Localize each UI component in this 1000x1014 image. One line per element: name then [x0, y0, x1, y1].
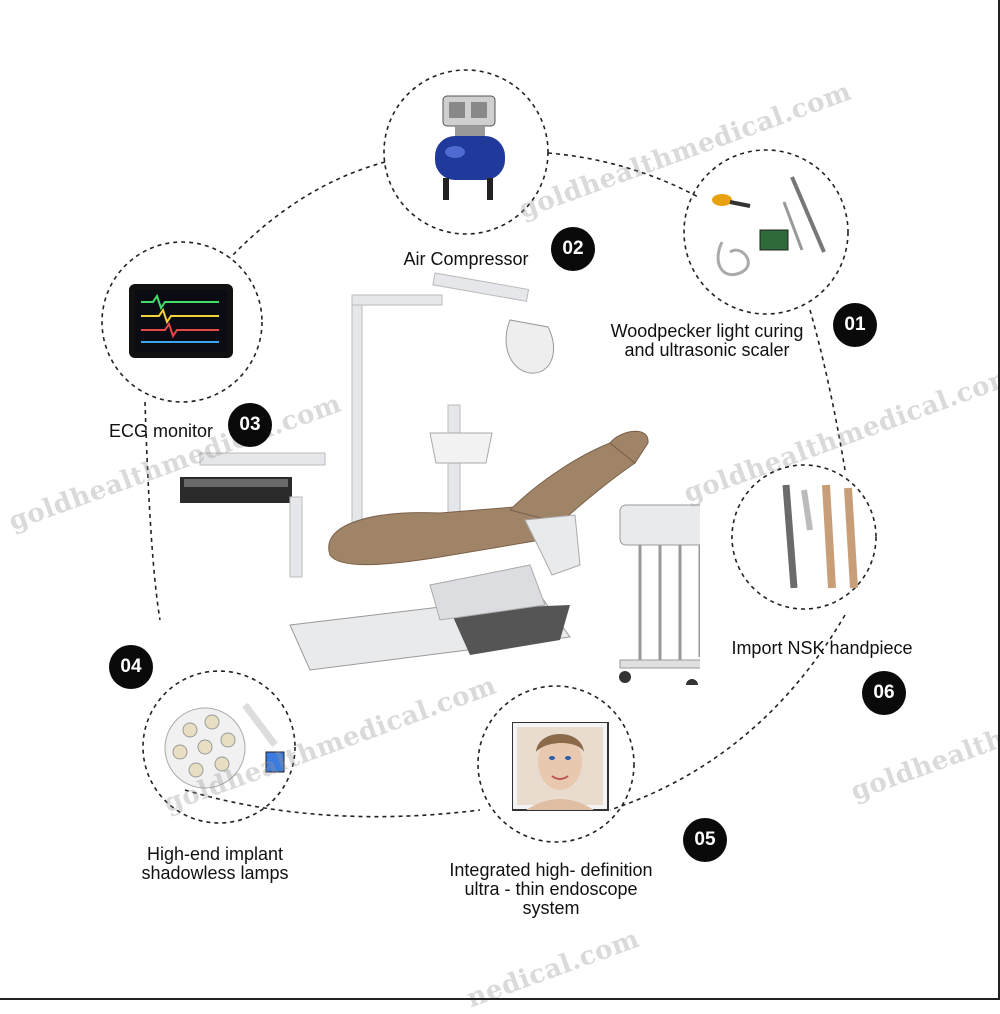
- feature-number-06: 06: [862, 671, 906, 715]
- ecg-monitor-icon: [129, 284, 233, 358]
- feature-label-02: Air Compressor: [384, 250, 548, 269]
- feature-number-02: 02: [551, 227, 595, 271]
- feature-label-01: Woodpecker light curing and ultrasonic s…: [588, 322, 826, 360]
- light-curing-scaler-icon: [712, 176, 826, 277]
- label-line: shadowless lamps: [141, 863, 289, 883]
- shadowless-lamp-icon: [164, 702, 285, 789]
- label-line: Woodpecker light curing: [610, 321, 804, 341]
- label-line: ultra - thin endoscope: [464, 879, 638, 899]
- feature-number-03: 03: [228, 403, 272, 447]
- feature-label-06: Import NSK handpiece: [706, 639, 938, 658]
- label-line: Air Compressor: [403, 249, 529, 269]
- air-compressor-icon: [435, 95, 505, 200]
- label-line: and ultrasonic scaler: [624, 340, 790, 360]
- feature-label-05: Integrated high- definition ultra - thin…: [420, 861, 682, 918]
- feature-label-04: High-end implant shadowless lamps: [120, 845, 310, 883]
- feature-label-03: ECG monitor: [95, 422, 227, 441]
- feature-number-05: 05: [683, 818, 727, 862]
- label-line: High-end implant: [146, 844, 284, 864]
- nsk-handpiece-icon: [782, 484, 858, 589]
- feature-number-01: 01: [833, 303, 877, 347]
- label-line: ECG monitor: [108, 421, 214, 441]
- dental-chair-illustration: [180, 272, 700, 685]
- endoscope-display-icon: [512, 722, 609, 811]
- label-line: Integrated high- definition: [449, 860, 653, 880]
- feature-number-04: 04: [109, 645, 153, 689]
- label-line: system: [522, 898, 580, 918]
- label-line: Import NSK handpiece: [731, 638, 913, 658]
